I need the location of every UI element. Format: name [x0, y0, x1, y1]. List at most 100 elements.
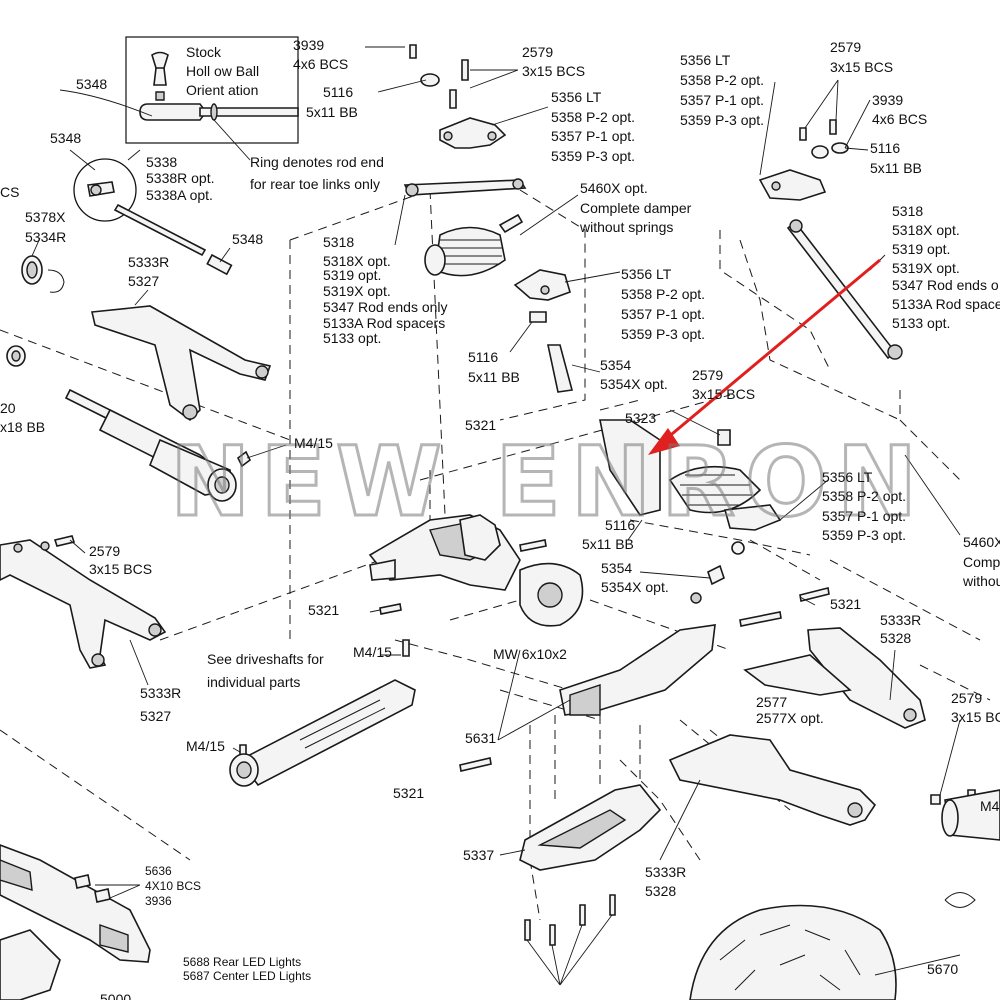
label: 5116 — [468, 349, 498, 365]
inset-note-2: for rear toe links only — [250, 176, 380, 192]
label: Comp — [963, 554, 1000, 570]
lower-driveshaft — [229, 679, 416, 787]
label: MW 6x10x2 — [493, 646, 567, 662]
center-hub-carrier — [513, 269, 574, 393]
label: M4 — [980, 798, 1000, 814]
label: 5327 — [128, 273, 159, 289]
label: 5133 opt. — [892, 315, 950, 331]
leader-lines — [31, 46, 961, 986]
label: 5357 P-1 opt. — [822, 508, 906, 524]
label: 3x15 BCS — [522, 63, 585, 79]
label: 3936 — [145, 894, 172, 908]
label: 5318X opt. — [323, 253, 391, 269]
watermark: NEW ENRON — [170, 426, 927, 538]
label: 5x11 BB — [306, 104, 358, 120]
label: 5318 — [323, 234, 354, 250]
label: 5x11 BB — [582, 536, 634, 552]
label: 5359 P-3 opt. — [551, 148, 635, 164]
label: 5333R — [645, 864, 686, 880]
label: 5133 opt. — [323, 330, 381, 346]
label: 2579 — [692, 367, 723, 383]
inset-line-3: Orient ation — [186, 82, 258, 98]
tire — [689, 904, 897, 1000]
label: 5359 P-3 opt. — [680, 112, 764, 128]
label: 5687 Center LED Lights — [183, 969, 311, 983]
inset-note-1: Ring denotes rod end — [250, 154, 384, 170]
label: 5357 P-1 opt. — [621, 306, 705, 322]
label: 5328 — [645, 883, 676, 899]
label: 5333R — [880, 612, 921, 628]
label: 5348 — [76, 76, 107, 92]
label: individual parts — [207, 674, 300, 690]
red-callout-arrow — [648, 258, 881, 455]
label: 5358 P-2 opt. — [822, 488, 906, 504]
label: 5x11 BB — [468, 369, 520, 385]
left-driveshaft — [64, 388, 252, 502]
rod-end-callout-circle — [69, 149, 141, 222]
rear-bumper — [0, 844, 151, 1000]
label: 5354 — [601, 560, 632, 576]
label: 5337 — [463, 847, 494, 863]
right-a-arms — [668, 627, 926, 826]
label: 5354X opt. — [601, 579, 669, 595]
label: 5356 LT — [680, 52, 731, 68]
label: 5338R opt. — [146, 170, 215, 186]
label: 5631 — [465, 730, 496, 746]
label: M4/15 — [353, 644, 392, 660]
upper-shock-mounts — [409, 44, 507, 149]
label: 5348 — [232, 231, 263, 247]
label: 5338 — [146, 154, 177, 170]
left-bearing-parts — [6, 255, 65, 367]
label: 2579 — [522, 44, 553, 60]
label: 5358 P-2 opt. — [680, 72, 764, 88]
label: 3x15 BC — [951, 709, 1000, 725]
upper-a-arm-left — [91, 305, 272, 422]
label: 5378X — [25, 209, 66, 225]
label: CS — [0, 184, 19, 200]
label: 5318 — [892, 203, 923, 219]
label: 5133A Rod space — [892, 296, 1000, 312]
label: 2579 — [89, 543, 120, 559]
label: 4x6 BCS — [293, 56, 348, 72]
label: 5356 LT — [822, 469, 873, 485]
label: 3x15 BCS — [830, 59, 893, 75]
label: 5688 Rear LED Lights — [183, 955, 301, 969]
label: 5358 P-2 opt. — [621, 286, 705, 302]
label: 5354X opt. — [600, 376, 668, 392]
label: 5000 — [100, 991, 131, 1000]
pins-and-screws — [239, 539, 976, 946]
label: without springs — [579, 219, 673, 235]
part-labels: 3939 4x6 BCS 2579 3x15 BCS 5116 5x11 BB … — [0, 37, 1000, 1000]
label: M4/15 — [186, 738, 225, 754]
label: M4/15 — [294, 435, 333, 451]
inset-line-1: Stock — [186, 44, 222, 60]
label: 5348 — [50, 130, 81, 146]
label: 5116 — [605, 517, 635, 533]
label: 5354 — [600, 357, 631, 373]
label: See driveshafts for — [207, 651, 324, 667]
label: 2579 — [830, 39, 861, 55]
center-chassis — [368, 419, 716, 716]
label: 3939 — [293, 37, 324, 53]
right-tie-rod — [786, 219, 903, 360]
right-driveshaft-end — [941, 789, 1000, 908]
label: 5321 — [393, 785, 424, 801]
label: 5319X opt. — [323, 283, 391, 299]
label: 5319 opt. — [323, 267, 381, 283]
inset-line-2: Holl ow Ball — [186, 63, 259, 79]
label: 20 — [0, 400, 16, 416]
right-upper-mounts — [758, 119, 849, 201]
label: 4X10 BCS — [145, 879, 201, 893]
label: 2577X opt. — [756, 710, 824, 726]
label: 3x15 BCS — [692, 386, 755, 402]
label: 5321 — [308, 602, 339, 618]
label: 5333R — [140, 685, 181, 701]
label: 5323 — [625, 410, 656, 426]
label: 2579 — [951, 690, 982, 706]
damper-center — [403, 178, 527, 277]
label: 5321 — [830, 596, 861, 612]
label: 5319 opt. — [892, 241, 950, 257]
label: 5334R — [25, 229, 66, 245]
label: 5357 P-1 opt. — [551, 128, 635, 144]
